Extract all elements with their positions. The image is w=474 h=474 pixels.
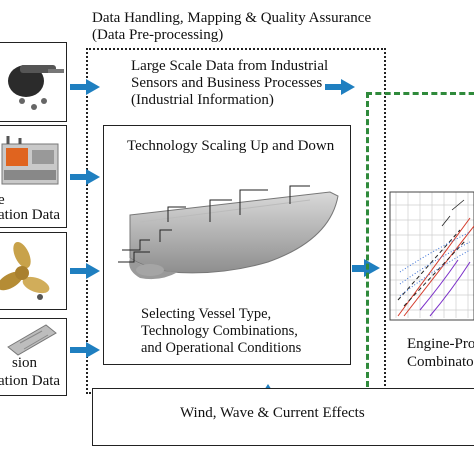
right-panel-line1: Engine-Pro xyxy=(407,336,474,352)
engine-label-b: ation Data xyxy=(0,207,61,223)
header-subtitle: (Data Pre-processing) xyxy=(92,27,224,43)
center-box-title: Technology Scaling Up and Down xyxy=(127,138,335,154)
propulsion-label-a: sion xyxy=(12,355,38,371)
panel-marine-engine xyxy=(0,125,67,228)
industrial-info-line3: (Industrial Information) xyxy=(131,92,274,108)
right-panel-line2: Combinato xyxy=(407,354,474,370)
panel-propulsion xyxy=(0,318,67,396)
engine-label-a: e xyxy=(0,192,5,208)
industrial-info-line2: Sensors and Business Processes xyxy=(131,75,323,91)
propulsion-label-b: ation Data xyxy=(0,373,61,389)
environmental-effects-box xyxy=(92,388,474,446)
marine-engine-icon xyxy=(1,136,59,185)
propulsion-device-icon xyxy=(7,324,57,356)
panel-engine-sensor xyxy=(0,42,67,122)
engine-sensor-icon xyxy=(8,65,64,110)
center-box-line3: and Operational Conditions xyxy=(141,340,302,356)
center-box-line2: Technology Combinations, xyxy=(141,323,298,339)
propeller-icon xyxy=(0,241,50,300)
center-box-line1: Selecting Vessel Type, xyxy=(141,306,272,322)
header-title: Data Handling, Mapping & Quality Assuran… xyxy=(92,10,372,26)
panel-propeller xyxy=(0,232,67,310)
industrial-info-line1: Large Scale Data from Industrial xyxy=(131,58,329,74)
environmental-effects-label: Wind, Wave & Current Effects xyxy=(180,405,365,421)
